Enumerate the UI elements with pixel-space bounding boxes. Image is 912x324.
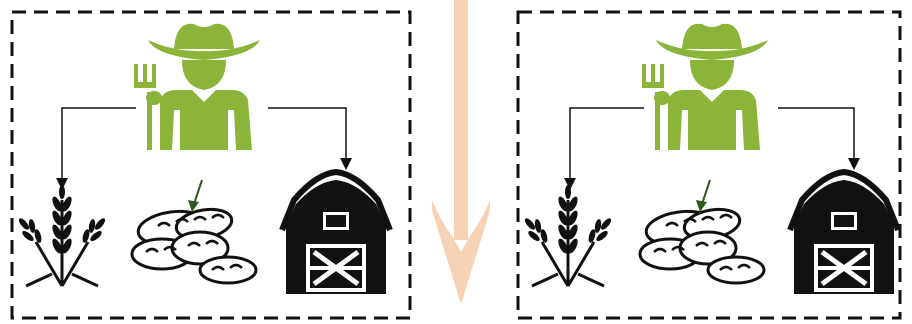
- bread-icon: [638, 203, 766, 285]
- dashed-frame: [516, 10, 902, 320]
- arrowhead-wheat-icon: [564, 178, 576, 190]
- farmer-icon: [642, 23, 768, 150]
- panel-right: [516, 10, 902, 320]
- wheat-icon: [15, 183, 109, 288]
- small-arrow-icon: [188, 179, 203, 212]
- arrowhead-barn-icon: [340, 158, 352, 170]
- arrowhead-wheat-icon: [56, 178, 68, 190]
- bread-icon: [130, 203, 258, 285]
- down-arrow-icon: [432, 0, 490, 304]
- connector-to-barn: [778, 107, 855, 160]
- panel-left: [10, 10, 412, 320]
- connector-to-wheat: [61, 107, 136, 182]
- dashed-frame: [10, 10, 412, 320]
- connector-to-wheat: [569, 107, 644, 182]
- barn-icon: [282, 172, 390, 294]
- connector-to-barn: [268, 107, 347, 160]
- small-arrow-icon: [696, 179, 711, 212]
- farmer-icon: [134, 23, 260, 150]
- barn-icon: [790, 172, 898, 294]
- wheat-icon: [521, 183, 615, 288]
- arrowhead-barn-icon: [848, 158, 860, 170]
